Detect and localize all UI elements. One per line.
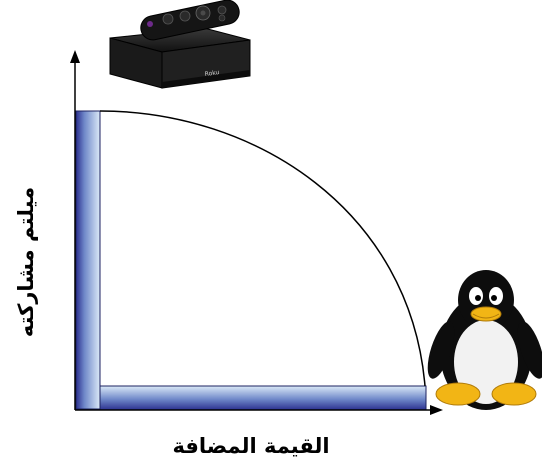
linux-tux-penguin-icon bbox=[427, 270, 542, 410]
tradeoff-curve bbox=[99, 110, 426, 387]
y-axis-label: ميلتم مشاركته bbox=[14, 186, 38, 338]
roku-set-top-box-icon: Roku bbox=[109, 0, 251, 89]
x-axis-arrowhead bbox=[430, 405, 443, 415]
x-axis-label: القيمة المضافة bbox=[172, 434, 330, 458]
y-axis-arrowhead bbox=[70, 50, 80, 63]
vertical-bar bbox=[75, 110, 101, 410]
horizontal-bar bbox=[99, 385, 427, 411]
svg-text:Roku: Roku bbox=[204, 69, 220, 78]
